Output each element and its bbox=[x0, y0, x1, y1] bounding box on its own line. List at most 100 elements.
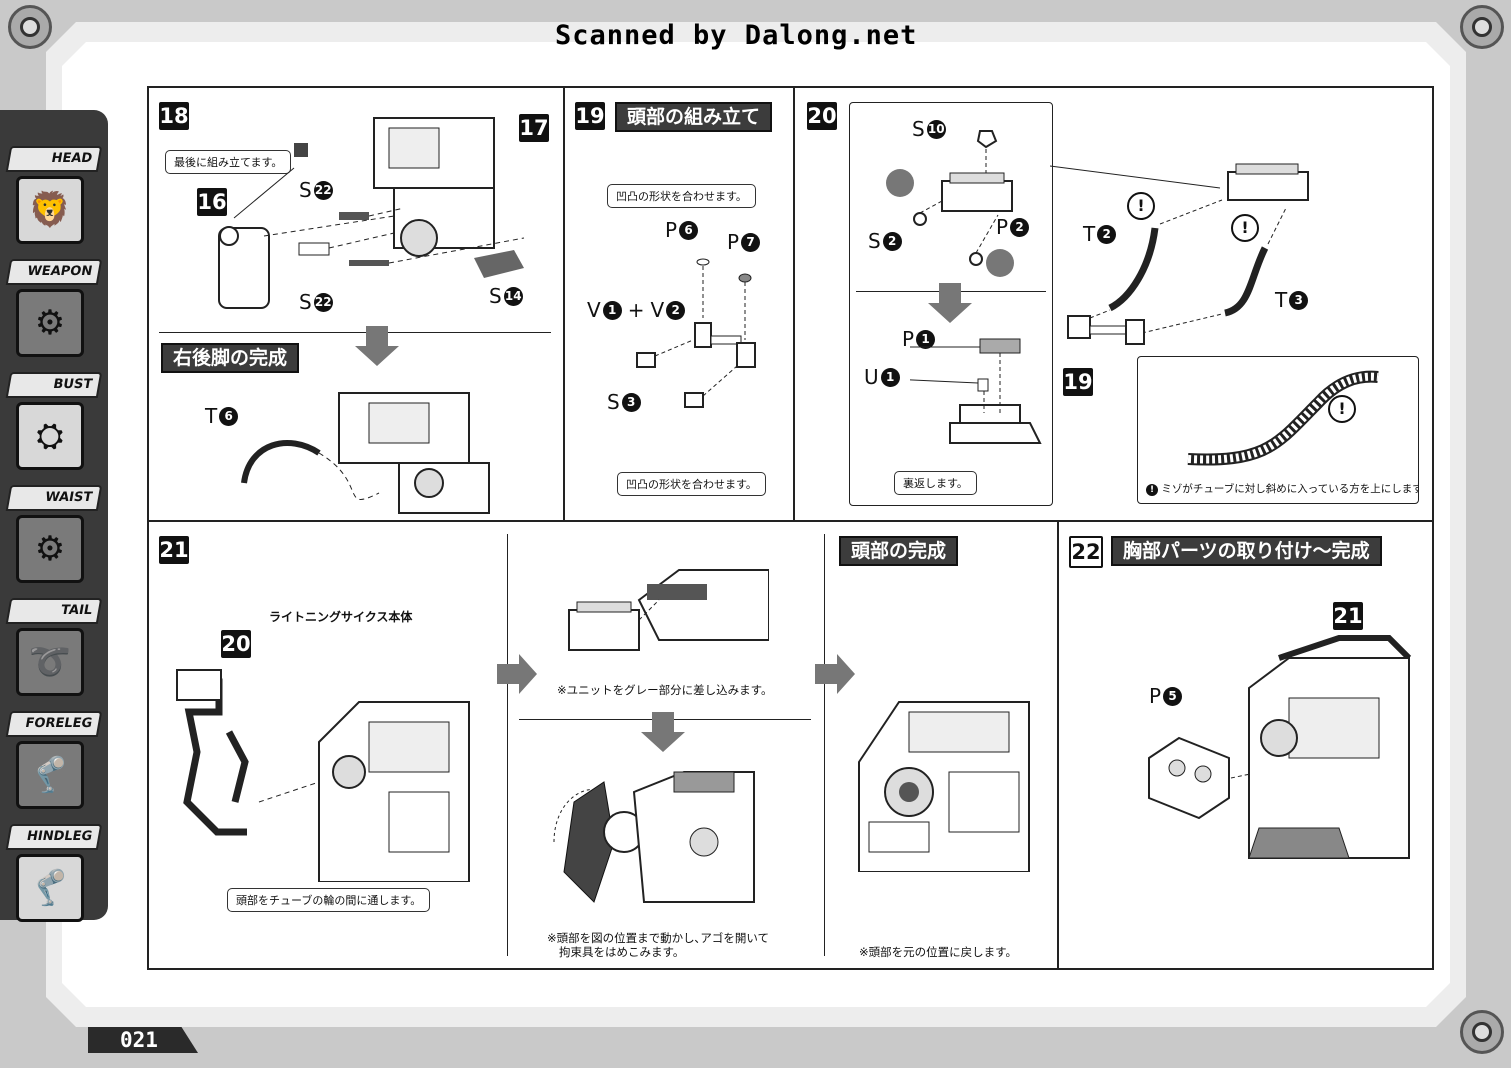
part-label-s10: S 10 bbox=[912, 117, 946, 141]
part-number: 14 bbox=[503, 286, 523, 306]
part-number: 6 bbox=[219, 406, 239, 426]
step-number: 21 bbox=[159, 536, 189, 564]
step-number: 20 bbox=[807, 102, 837, 130]
part-number: 3 bbox=[1289, 290, 1309, 310]
sidebar-item-bust[interactable]: BUST ⛭ bbox=[5, 372, 103, 470]
part-number: 3 bbox=[621, 392, 641, 412]
caution-text: ミゾがチューブに対し斜めに入っている方を上にします。 bbox=[1161, 483, 1419, 495]
caution-badge-icon: ! bbox=[1146, 484, 1158, 496]
alignment-note: 凹凸の形状を合わせます。 bbox=[607, 184, 756, 208]
part-number: 1 bbox=[916, 329, 936, 349]
step-20-subpanel: S 10 S 2 P 2 P 1 U bbox=[849, 102, 1053, 506]
down-arrow-icon bbox=[641, 712, 685, 752]
weapon-icon: ⚙ bbox=[16, 289, 84, 357]
head-complete-illustration bbox=[858, 701, 1030, 872]
part-number: 22 bbox=[313, 292, 333, 312]
sidebar-item-label: WEAPON bbox=[5, 259, 103, 285]
waist-icon: ⚙ bbox=[16, 515, 84, 583]
part-number: 2 bbox=[882, 231, 902, 251]
bust-icon: ⛭ bbox=[16, 402, 84, 470]
sidebar-item-tail[interactable]: TAIL ➰ bbox=[5, 598, 103, 696]
ref-step-21: 21 bbox=[1333, 602, 1363, 630]
part-label-p1: P 1 bbox=[902, 327, 936, 351]
divider-line bbox=[159, 332, 551, 333]
caution-icon: ! bbox=[1231, 214, 1259, 242]
robot-body-illustration bbox=[176, 669, 470, 882]
sidebar-item-label: WAIST bbox=[5, 485, 103, 511]
part-letter: P bbox=[902, 327, 915, 351]
subtitle-bar: 右後脚の完成 bbox=[161, 343, 300, 373]
part-number: 1 bbox=[880, 367, 900, 387]
part-letter: S bbox=[299, 290, 312, 314]
completed-leg-illustration bbox=[241, 392, 490, 514]
flipped-head-illustration bbox=[910, 338, 1042, 444]
plus-sign: + bbox=[627, 298, 645, 322]
body-label: ライトニングサイクス本体 bbox=[269, 610, 413, 624]
tube-note: 頭部をチューブの輪の間に通します。 bbox=[227, 888, 431, 912]
part-letter: S bbox=[607, 390, 620, 414]
sidebar-item-weapon[interactable]: WEAPON ⚙ bbox=[5, 259, 103, 357]
part-letter: S bbox=[912, 117, 925, 141]
tube-detail-illustration bbox=[1187, 370, 1379, 466]
corner-bolt-icon bbox=[1460, 1010, 1504, 1054]
caution-subpanel: ! ! ミゾがチューブに対し斜めに入っている方を上にします。 bbox=[1137, 356, 1419, 504]
tail-icon: ➰ bbox=[16, 628, 84, 696]
head-complete-title: 頭部の完成 bbox=[839, 536, 959, 566]
hindleg-icon: 🦿 bbox=[16, 854, 84, 922]
part-letter: U bbox=[864, 365, 879, 389]
part-number: 6 bbox=[679, 220, 699, 240]
foreleg-icon: 🦿 bbox=[16, 741, 84, 809]
head-block-illustration bbox=[886, 130, 1014, 277]
part-number: 1 bbox=[602, 300, 622, 320]
sidebar-item-head[interactable]: HEAD 🦁 bbox=[5, 146, 103, 244]
part-label-u1: U 1 bbox=[864, 365, 900, 389]
part-letter: V bbox=[587, 298, 601, 322]
part-letter: P bbox=[996, 215, 1009, 239]
part-letter: P bbox=[1149, 684, 1162, 708]
part-letter: P bbox=[665, 218, 678, 242]
divider-line bbox=[824, 534, 825, 956]
watermark: Scanned by Dalong.net bbox=[555, 20, 918, 51]
part-letter: T bbox=[1083, 222, 1096, 246]
part-label-s14: S 14 bbox=[489, 284, 523, 308]
leg-assembly-illustration bbox=[218, 117, 525, 309]
sidebar-item-label: TAIL bbox=[5, 598, 103, 624]
jaw-open-illustration bbox=[553, 771, 755, 903]
flip-note: 裏返します。 bbox=[894, 471, 977, 495]
sidebar-item-hindleg[interactable]: HINDLEG 🦿 bbox=[5, 824, 103, 922]
step-18-panel: 18 最後に組み立てます。 16 17 S 22 S 22 S 14 右後脚の完… bbox=[147, 86, 565, 522]
chest-parts-illustration bbox=[1148, 635, 1412, 859]
head-joint-illustration bbox=[636, 258, 756, 408]
ref-step-17: 17 bbox=[519, 114, 549, 142]
sidebar-item-foreleg[interactable]: FORELEG 🦿 bbox=[5, 711, 103, 809]
return-note: ※頭部を元の位置に戻します。 bbox=[859, 945, 1017, 959]
sidebar-item-waist[interactable]: WAIST ⚙ bbox=[5, 485, 103, 583]
down-arrow-icon bbox=[928, 283, 972, 323]
assembly-note: 最後に組み立てます。 bbox=[165, 150, 292, 174]
ref-step-16: 16 bbox=[197, 188, 227, 216]
ref-step-20: 20 bbox=[221, 630, 251, 658]
ref-step-19: 19 bbox=[1063, 368, 1093, 396]
part-label-s3: S 3 bbox=[607, 390, 641, 414]
part-number: 5 bbox=[1163, 686, 1183, 706]
lion-head-icon: 🦁 bbox=[16, 176, 84, 244]
sidebar-item-label: HINDLEG bbox=[5, 824, 103, 850]
alignment-note: 凹凸の形状を合わせます。 bbox=[617, 472, 766, 496]
right-arrow-icon bbox=[497, 654, 537, 694]
step-number: 22 bbox=[1069, 536, 1103, 568]
sidebar: HEAD 🦁 WEAPON ⚙ BUST ⛭ WAIST ⚙ TAIL ➰ FO… bbox=[0, 110, 108, 922]
step-21-panel: 21 ライトニングサイクス本体 20 頭部をチューブの輪の間に通します。 ※ユニ… bbox=[147, 520, 1059, 970]
part-label-v1-v2: V 1 + V 2 bbox=[587, 298, 686, 322]
part-letter: T bbox=[1275, 288, 1288, 312]
part-letter: P bbox=[727, 230, 740, 254]
step-22-panel: 22 胸部パーツの取り付け～完成 21 P 5 bbox=[1057, 520, 1434, 970]
step-number: 19 bbox=[575, 102, 605, 130]
step-20-panel: 20 S 10 S 2 P 2 P 1 bbox=[793, 86, 1434, 522]
sidebar-item-label: BUST bbox=[5, 372, 103, 398]
part-number: 22 bbox=[313, 180, 333, 200]
jaw-note-line-1: ※頭部を図の位置まで動かし､アゴを開いて bbox=[547, 931, 770, 945]
corner-bolt-icon bbox=[8, 5, 52, 49]
part-letter: V bbox=[650, 298, 665, 322]
step-title: 頭部の組み立て bbox=[615, 102, 773, 132]
caution-note: ! ミゾがチューブに対し斜めに入っている方を上にします。 bbox=[1146, 481, 1419, 496]
